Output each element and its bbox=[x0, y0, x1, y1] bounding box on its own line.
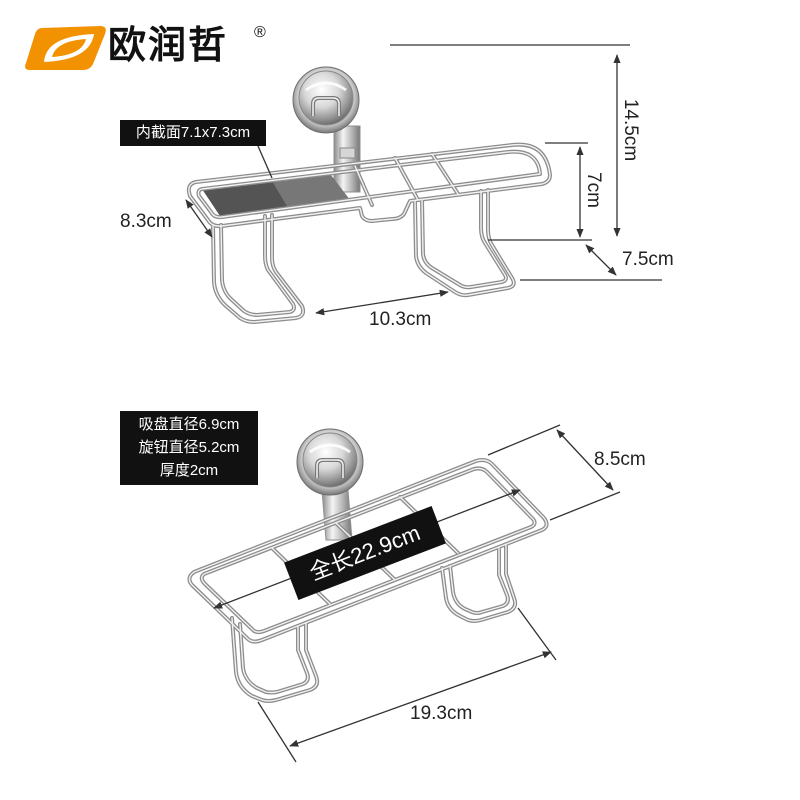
registered-mark: ® bbox=[254, 24, 266, 41]
thickness-spec: 厚度2cm bbox=[159, 462, 219, 479]
bottom-length-arrow bbox=[289, 651, 552, 747]
inner-section-leader-line bbox=[257, 145, 273, 179]
top-rack-bracket bbox=[333, 125, 361, 193]
basket-height-label: 7cm bbox=[583, 172, 604, 208]
bottom-length-label: 19.3cm bbox=[410, 703, 473, 724]
top-rack-wire-highlight bbox=[188, 143, 551, 323]
depth-extension-line-back bbox=[487, 424, 561, 456]
brand-name: 欧润哲 bbox=[108, 25, 229, 67]
top-rack-wire-shadow bbox=[186, 142, 552, 324]
bottom-rack-wire-highlight bbox=[188, 459, 548, 702]
inner-section-label: 内截面7.1x7.3cm bbox=[120, 120, 266, 146]
top-rack-glass-reflection bbox=[272, 174, 350, 208]
width-label: 10.3cm bbox=[369, 309, 432, 330]
depth-arrow bbox=[185, 199, 213, 238]
knob-diameter-spec: 旋钮直径5.2cm bbox=[138, 439, 240, 456]
leg-depth-label: 7.5cm bbox=[622, 249, 674, 270]
orange-leaf-logo-icon bbox=[25, 26, 106, 70]
leg-depth-arrow bbox=[585, 244, 617, 276]
depth-label: 8.3cm bbox=[120, 211, 172, 232]
suction-cup-spec-box: 吸盘直径6.9cm 旋钮直径5.2cm 厚度2cm bbox=[120, 411, 258, 485]
top-suction-cup bbox=[292, 66, 360, 134]
depth-label-bottom: 8.5cm bbox=[594, 449, 646, 470]
bottom-length-extension-left bbox=[257, 701, 297, 763]
suction-cup-diameter-spec: 吸盘直径6.9cm bbox=[138, 416, 240, 433]
bottom-suction-cup bbox=[296, 428, 364, 496]
depth-arrow-bottom bbox=[556, 429, 614, 491]
top-dimension-lines bbox=[185, 44, 662, 316]
depth-extension-line-front bbox=[549, 491, 621, 521]
bottom-length-extension-right bbox=[517, 607, 557, 661]
width-arrow bbox=[315, 289, 449, 316]
total-height-label: 14.5cm bbox=[620, 98, 641, 162]
